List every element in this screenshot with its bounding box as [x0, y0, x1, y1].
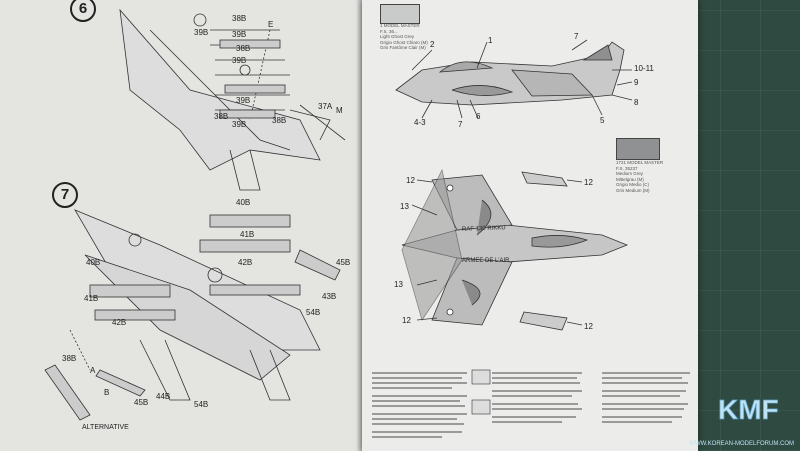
part-label: 39B [232, 120, 247, 129]
callout-number: 7 [574, 32, 579, 41]
instruction-page-right: 1 MODEL MASTER F.S. 36... Light Ghost Gr… [362, 0, 698, 451]
part-label: 38B [236, 44, 251, 53]
paint-spec-line: Mittelgrau (M) [616, 176, 644, 182]
assembly-drawing-left [44, 8, 346, 421]
paint-spec-line: 1 MODEL MASTER [380, 23, 420, 28]
callout-number: 2 [430, 40, 435, 49]
alternative-label: ALTERNATIVE [82, 424, 129, 431]
part-label: 41B [240, 230, 255, 239]
paint-spec-right: 1721 MODEL MASTER F.S. 35237 Medium Grey… [616, 160, 686, 196]
paint-spec-line: Light Ghost Grey [380, 34, 415, 39]
paint-spec-line: F.S. 36... [380, 28, 398, 34]
part-label: 38B [62, 354, 77, 363]
part-label: 54B [306, 308, 321, 317]
callout-number: 7 [458, 120, 463, 129]
watermark-url: WWW.KOREAN-MODELFORUM.COM [689, 441, 794, 447]
callout-number: 4-3 [414, 118, 426, 127]
callout-number: 12 [584, 178, 593, 187]
part-label: 38B [214, 112, 229, 121]
part-label: 37A [318, 102, 333, 111]
callout-number: 8 [634, 98, 639, 107]
step-number-7: 7 [52, 182, 78, 208]
part-label: M [336, 106, 343, 115]
part-label: 39B [194, 28, 209, 37]
part-label: 40B [236, 198, 251, 207]
callout-number: 12 [406, 176, 415, 185]
part-label: 45B [336, 258, 351, 267]
part-label: B [104, 388, 110, 397]
callout-number: 13 [400, 202, 409, 211]
callout-number: 10-11 [634, 64, 654, 73]
callout-number: 5 [600, 116, 605, 125]
part-label: 38B [272, 116, 287, 125]
paint-color-swatch [380, 4, 420, 24]
part-label: 39B [236, 96, 251, 105]
callout-number: 12 [402, 316, 411, 325]
paint-spec-line: F.S. 35237 [616, 165, 638, 171]
part-label: 54B [194, 400, 209, 409]
paint-spec-line: Gris Fantôme Clair (M) [380, 45, 426, 50]
instruction-page-left: 6 7 39B 38B 39B E 38B 39B 39B 38B 39B 38… [0, 0, 362, 451]
callout-number: 1 [488, 36, 493, 45]
part-label: 39B [232, 30, 247, 39]
callout-number: 12 [584, 322, 593, 331]
part-label: 45B [134, 398, 149, 407]
painting-guide-drawing [372, 39, 690, 438]
paint-spec-line: Gris Medium (M) [616, 187, 650, 193]
part-label: 41B [84, 294, 99, 303]
part-label: 43B [322, 292, 337, 301]
paint-spec-line: 1721 MODEL MASTER [616, 160, 664, 165]
callout-number: 13 [394, 280, 403, 289]
paint-color-swatch [616, 138, 660, 160]
part-label: E [268, 20, 274, 29]
callout-number: 6 [476, 112, 481, 121]
callout-number: 9 [634, 78, 639, 87]
step-number-6: 6 [70, 0, 96, 22]
part-label: 42B [112, 318, 127, 327]
part-label: 40B [86, 258, 101, 267]
part-label: 39B [232, 56, 247, 65]
kmf-logo: KMF [718, 394, 779, 426]
paint-spec-top: 1 MODEL MASTER F.S. 36... Light Ghost Gr… [380, 23, 450, 55]
kmf-logo-text: KMF [718, 394, 779, 425]
part-label: 38B [232, 14, 247, 23]
wing-marking: ARMEE DE L'AIR [462, 258, 510, 264]
part-label: A [90, 366, 96, 375]
paint-spec-line: Grigio Medio (C) [616, 182, 650, 187]
paint-spec-line: Grigio Ghost Chiaro (M) [380, 39, 428, 45]
paint-spec-line: Medium Grey [616, 171, 644, 176]
part-label: 44B [156, 392, 171, 401]
part-label: 42B [238, 258, 253, 267]
